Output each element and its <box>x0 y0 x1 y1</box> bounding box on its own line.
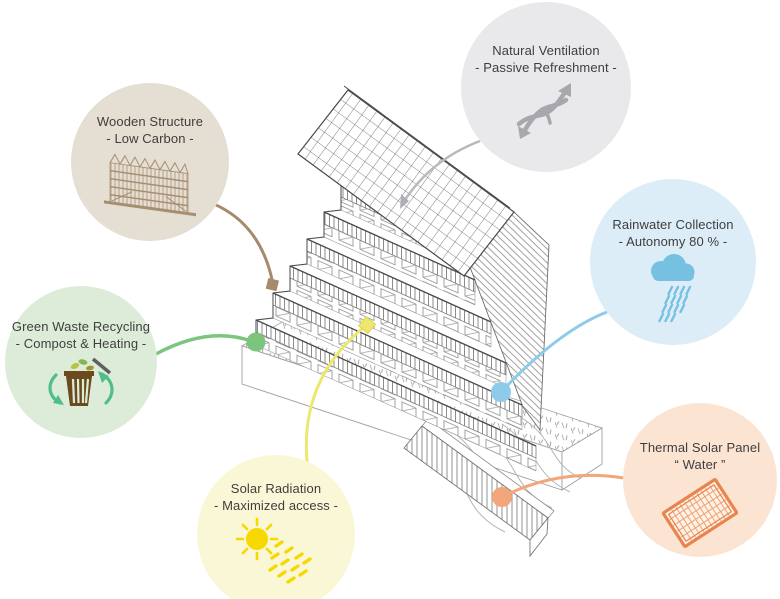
sun-icon <box>235 517 312 584</box>
bubble-line1: Wooden Structure <box>96 114 204 129</box>
terraced-floors <box>255 184 537 472</box>
access-ramp <box>403 418 555 558</box>
compost-bin-icon <box>48 357 114 406</box>
wind-arrow-marker <box>400 194 409 209</box>
connector-green-waste <box>155 332 266 356</box>
bubble-line2: - Passive Refreshment - <box>475 60 617 75</box>
bubble-line2: “ Water ” <box>674 457 726 472</box>
solar-panel-icon <box>661 478 739 548</box>
bubble-line1: Green Waste Recycling <box>11 319 151 334</box>
bubble-rainwater-collection: Rainwater Collection - Autonomy 80 % - <box>590 179 756 345</box>
bubble-title: Wooden Structure - Low Carbon - <box>71 113 229 147</box>
bubble-line1: Solar Radiation <box>230 481 322 496</box>
bubble-line1: Natural Ventilation <box>492 43 600 58</box>
bubble-line1: Thermal Solar Panel <box>639 440 761 455</box>
bubble-green-waste-recycling: Green Waste Recycling - Compost & Heatin… <box>5 286 157 438</box>
wind-crossed-arrows-icon <box>516 83 571 139</box>
bubble-line2: - Autonomy 80 % - <box>618 234 728 249</box>
bubble-line1: Rainwater Collection <box>612 217 734 232</box>
anchor-diamond <box>357 315 377 335</box>
pitched-roof <box>297 85 515 277</box>
connector-thermal-solar <box>492 473 625 507</box>
connector-rainwater-collection <box>491 310 608 402</box>
bubble-solar-radiation: Solar Radiation - Maximized access - <box>197 455 355 599</box>
anchor-dot <box>492 487 512 507</box>
timber-frame-icon <box>104 153 196 217</box>
bubble-title: Solar Radiation - Maximized access - <box>197 480 355 514</box>
anchor-dot <box>246 332 266 352</box>
bubble-title: Green Waste Recycling - Compost & Heatin… <box>5 318 157 352</box>
bubble-wooden-structure: Wooden Structure - Low Carbon - <box>71 83 229 241</box>
bubble-line2: - Maximized access - <box>213 498 339 513</box>
bubble-title: Thermal Solar Panel “ Water ” <box>623 439 777 473</box>
connector-natural-ventilation <box>400 139 481 209</box>
bubble-thermal-solar-panel: Thermal Solar Panel “ Water ” <box>623 403 777 557</box>
bubble-line2: - Low Carbon - <box>106 131 194 146</box>
bubble-line2: - Compost & Heating - <box>15 336 147 351</box>
bubble-title: Rainwater Collection - Autonomy 80 % - <box>590 216 756 250</box>
bubble-natural-ventilation: Natural Ventilation - Passive Refreshmen… <box>461 2 631 172</box>
rain-cloud-icon <box>651 254 695 323</box>
anchor-dot <box>491 382 511 402</box>
connector-wooden-structure <box>202 198 280 292</box>
connector-solar-radiation <box>304 315 377 463</box>
anchor-square <box>265 277 280 292</box>
bubble-title: Natural Ventilation - Passive Refreshmen… <box>461 42 631 76</box>
